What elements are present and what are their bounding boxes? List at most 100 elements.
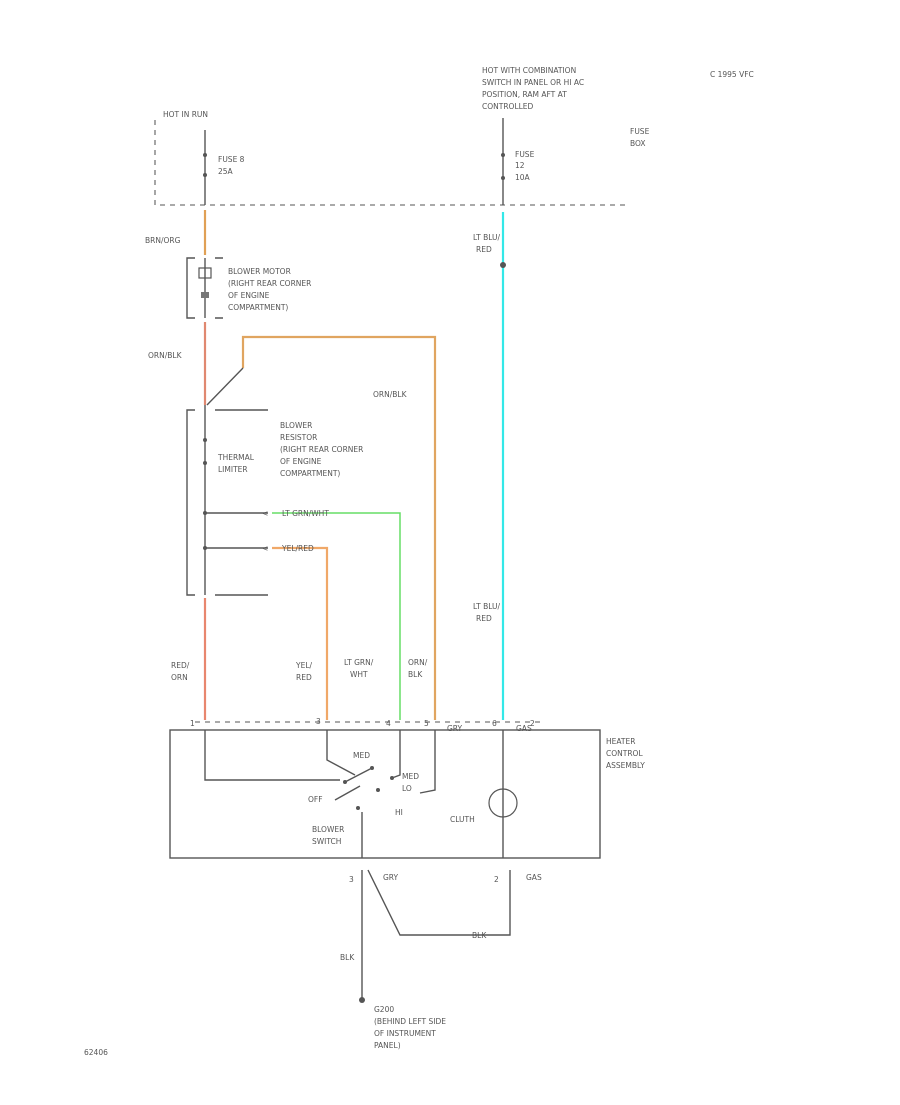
lt-blu-splice <box>500 262 506 268</box>
fuse8-dot-top <box>203 153 207 157</box>
lt-blu-red-top-2: RED <box>476 245 492 254</box>
red-org-label-1: RED/ <box>171 661 190 670</box>
g200-label-2: (BEHIND LEFT SIDE <box>374 1017 446 1026</box>
blk-left-label: BLK <box>340 953 355 962</box>
lt-blu-red-mid-1: LT BLU/ <box>473 602 501 611</box>
g200-label-1: G200 <box>374 1005 394 1014</box>
tap-pin-b: < <box>262 544 268 553</box>
resistor-bracket <box>186 409 268 596</box>
hca-label-3: ASSEMBLY <box>606 761 645 770</box>
pin-6: 6 <box>492 719 497 728</box>
hot-with-line1: HOT WITH COMBINATION <box>482 66 576 75</box>
switch-arm-1 <box>344 767 373 783</box>
orn-blk-right-label: ORN/BLK <box>373 390 408 399</box>
motor-label-1: BLOWER MOTOR <box>228 267 291 276</box>
ground-wire-2 <box>367 869 511 936</box>
g200-label-3: OF INSTRUMENT <box>374 1029 436 1038</box>
fuse8-rating: 25A <box>218 167 234 176</box>
fuse-box-border <box>154 120 625 206</box>
switch-contact-5 <box>390 776 394 780</box>
yel-red-low-2: RED <box>296 673 312 682</box>
pin-2: 2 <box>530 719 535 728</box>
switch-wire-grn <box>391 730 401 779</box>
hca-label-2: CONTROL <box>606 749 643 758</box>
orn-blk-junction <box>206 367 244 406</box>
pin-1: 1 <box>190 719 195 728</box>
fuse12-name: FUSE <box>515 150 535 159</box>
ground-g200 <box>359 997 365 1003</box>
sw-lo-label: LO <box>402 784 412 793</box>
fuse8-name: FUSE 8 <box>218 155 245 164</box>
sw-med2-label: MED <box>402 772 419 781</box>
resistor-label-2: RESISTOR <box>280 433 317 442</box>
fuse8-dot-bottom <box>203 173 207 177</box>
page-id: 62406 <box>84 1048 108 1057</box>
fuse12-num: 12 <box>515 161 525 170</box>
switch-wire-yel <box>326 730 356 776</box>
switch-contact-2 <box>370 766 374 770</box>
fuse12-dot-top <box>501 153 505 157</box>
orn-blk-low-2: BLK <box>408 670 423 679</box>
brn-org-label: BRN/ORG <box>145 236 181 245</box>
motor-winding <box>201 292 209 298</box>
sw-med-label: MED <box>353 751 370 760</box>
motor-bracket <box>186 257 223 319</box>
orn-blk-low-1: ORN/ <box>408 658 428 667</box>
label-gas-top: GAS <box>516 724 532 733</box>
clutch-icon <box>488 788 518 818</box>
switch-contact-1 <box>343 780 347 784</box>
switch-wire-red <box>204 730 340 781</box>
yel-red-low-1: YEL/ <box>295 661 312 670</box>
wire-lt-grn <box>272 512 401 720</box>
lt-grn-wht-low-2: WHT <box>350 670 368 679</box>
blower-switch-label-1: BLOWER <box>312 825 344 834</box>
blk-right-label: BLK <box>472 931 487 940</box>
resistor-dot-2 <box>203 461 207 465</box>
sw-hi-label: HI <box>395 808 403 817</box>
thermal-label-2: LIMITER <box>218 465 248 474</box>
lt-grn-wht-low-1: LT GRN/ <box>344 658 374 667</box>
orn-blk-left-label: ORN/BLK <box>148 351 183 360</box>
pin-4: 4 <box>386 719 391 728</box>
fuse-box-label-1: FUSE <box>630 127 650 136</box>
wire-yel-red <box>272 546 329 720</box>
pin-3: 3 <box>316 717 321 726</box>
bot-pin-2: 2 <box>494 875 499 884</box>
motor-symbol <box>198 267 212 279</box>
corner-note: C 1995 VFC <box>710 70 754 79</box>
bot-gas: GAS <box>526 873 542 882</box>
lt-grn-wht-label: LT GRN/WHT <box>282 509 329 518</box>
switch-arm-2 <box>334 785 361 801</box>
lt-blu-red-top-1: LT BLU/ <box>473 233 501 242</box>
wire-orn-blk-right <box>241 335 437 720</box>
lt-blu-red-mid-2: RED <box>476 614 492 623</box>
switch-contact-4 <box>376 788 380 792</box>
resistor-label-3: (RIGHT REAR CORNER <box>280 445 363 454</box>
fuse12-rating: 10A <box>515 173 531 182</box>
resistor-label-1: BLOWER <box>280 421 312 430</box>
thermal-label-1: THERMAL <box>217 453 255 462</box>
red-org-label-2: ORN <box>171 673 188 682</box>
hot-with-line2: SWITCH IN PANEL OR HI AC <box>482 78 584 87</box>
motor-label-3: OF ENGINE <box>228 291 270 300</box>
blower-switch-label-2: SWITCH <box>312 837 341 846</box>
resistor-dot-1 <box>203 438 207 442</box>
motor-label-2: (RIGHT REAR CORNER <box>228 279 311 288</box>
sw-off-label: OFF <box>308 795 323 804</box>
resistor-label-4: OF ENGINE <box>280 457 322 466</box>
switch-contact-3 <box>356 806 360 810</box>
hca-label-1: HEATER <box>606 737 635 746</box>
bot-gry: GRY <box>383 873 399 882</box>
hot-with-line3: POSITION, RAM AFT AT <box>482 90 567 99</box>
yel-red-mid-label: YEL/RED <box>281 544 314 553</box>
heater-control-box <box>169 729 601 859</box>
hot-with-line4: CONTROLLED <box>482 102 534 111</box>
g200-label-4: PANEL) <box>374 1041 401 1050</box>
label-gry-top: GRY <box>447 724 463 733</box>
clutch-label: CLUTH <box>450 815 475 824</box>
fuse12-dot-bottom <box>501 176 505 180</box>
hot-in-run-label: HOT IN RUN <box>163 110 208 119</box>
pin-5: 5 <box>424 719 429 728</box>
